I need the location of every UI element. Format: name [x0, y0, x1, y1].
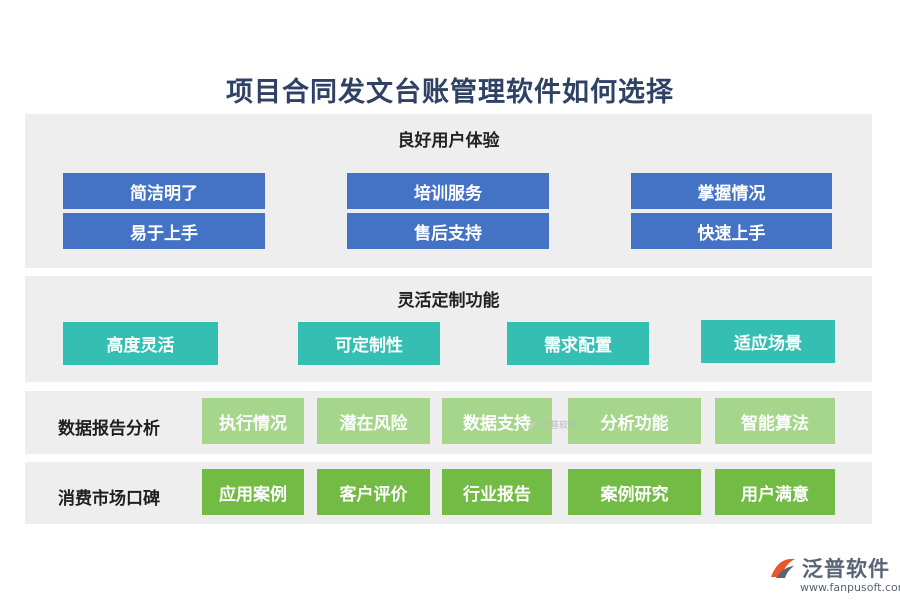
report-item: 智能算法: [715, 398, 835, 444]
market-item: 行业报告: [442, 469, 552, 515]
custom-title: 灵活定制功能: [397, 291, 500, 311]
market-item: 案例研究: [568, 469, 701, 515]
custom-item: 可定制性: [298, 322, 440, 365]
brand-logo: 泛普软件: [768, 553, 890, 583]
fanpu-logo-icon: [771, 558, 795, 578]
logo-name: 泛普软件: [802, 557, 890, 581]
market-item: 应用案例: [202, 469, 304, 515]
page-title: 项目合同发文台账管理软件如何选择: [226, 77, 674, 108]
report-item: 执行情况: [202, 398, 304, 444]
experience-item: 培训服务: [347, 173, 549, 209]
watermark-text: 泛普软件: [541, 421, 578, 431]
report-item: 分析功能: [568, 398, 701, 444]
experience-item: 简洁明了: [63, 173, 265, 209]
watermark-logo-icon: [529, 421, 537, 429]
custom-item: 高度灵活: [63, 322, 218, 365]
experience-item: 掌握情况: [631, 173, 832, 209]
logo-url: www.fanpusoft.com: [800, 581, 900, 594]
experience-item: 易于上手: [63, 213, 265, 249]
report-item: 潜在风险: [317, 398, 430, 444]
market-label: 消费市场口碑: [58, 489, 160, 509]
custom-panel: 灵活定制功能 高度灵活 可定制性 需求配置 适应场景: [25, 276, 872, 382]
report-label: 数据报告分析: [58, 419, 160, 439]
experience-title: 良好用户体验: [397, 131, 500, 151]
center-watermark: 泛普软件: [527, 418, 577, 431]
market-item: 用户满意: [715, 469, 835, 515]
experience-item: 售后支持: [347, 213, 549, 249]
experience-item: 快速上手: [631, 213, 832, 249]
report-item: 数据支持: [442, 398, 552, 444]
custom-item: 需求配置: [507, 322, 649, 365]
market-item: 客户评价: [317, 469, 430, 515]
experience-panel: 良好用户体验 简洁明了 培训服务 掌握情况 易于上手 售后支持 快速上手: [25, 114, 872, 268]
custom-item: 适应场景: [701, 320, 835, 363]
